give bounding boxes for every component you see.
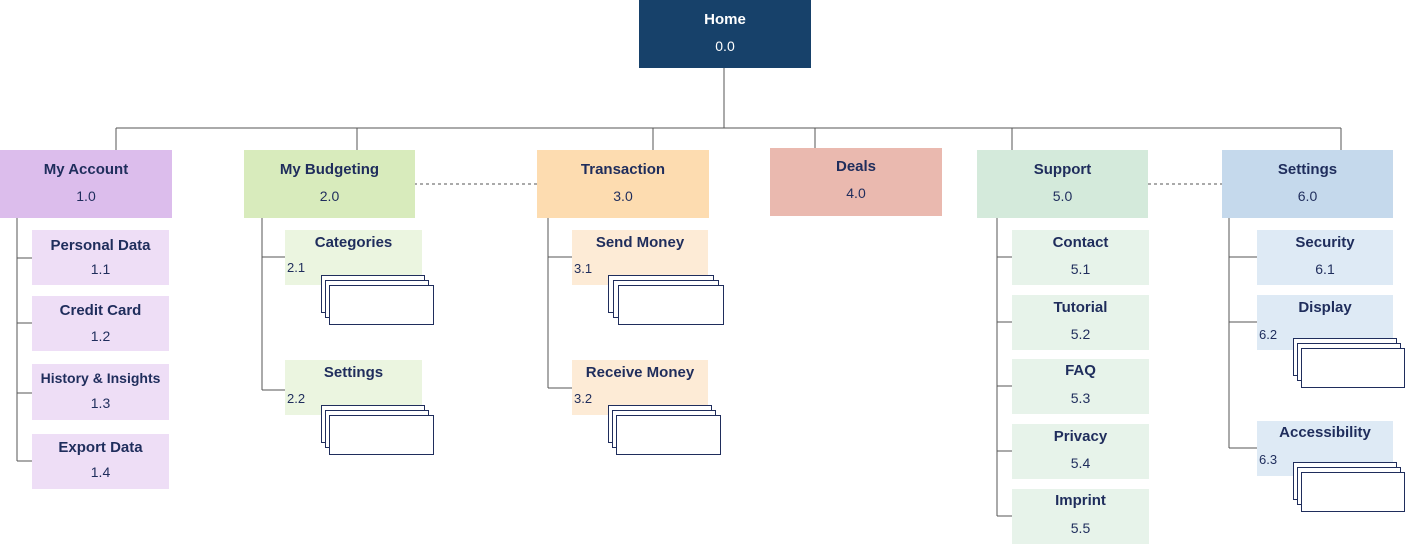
node-title: Support <box>1033 161 1092 178</box>
node-title: Categories <box>314 234 393 251</box>
node-number: 4.0 <box>846 185 866 201</box>
page-stack-icon <box>608 275 726 327</box>
deals-node: Deals 4.0 <box>770 148 942 216</box>
node-number: 1.2 <box>90 328 111 344</box>
node-title: Send Money <box>595 234 685 251</box>
node-title: Deals <box>835 158 877 175</box>
node-title: My Budgeting <box>279 161 380 178</box>
node-title: Transaction <box>580 161 666 178</box>
node-title: Imprint <box>1055 492 1106 509</box>
node-number: 5.1 <box>1070 261 1091 277</box>
node-title: FAQ <box>1065 362 1096 379</box>
support-child-3: FAQ 5.3 <box>1012 359 1149 414</box>
node-title: Receive Money <box>585 364 695 381</box>
home-node: Home 0.0 <box>639 0 811 68</box>
node-number: 3.1 <box>574 261 593 276</box>
account-child-1: Personal Data 1.1 <box>32 230 169 285</box>
node-number: 2.2 <box>287 391 306 406</box>
account-child-3: History & Insights 1.3 <box>32 364 169 420</box>
page-stack-icon <box>321 405 436 457</box>
support-node: Support 5.0 <box>977 150 1148 218</box>
node-number: 6.0 <box>1297 188 1318 204</box>
node-number: 5.5 <box>1070 520 1091 536</box>
node-number: 2.1 <box>287 260 306 275</box>
account-node: My Account 1.0 <box>0 150 172 218</box>
node-number: 5.2 <box>1070 326 1091 342</box>
account-child-2: Credit Card 1.2 <box>32 296 169 351</box>
node-title: Settings <box>323 364 384 381</box>
node-number: 5.0 <box>1052 188 1073 204</box>
page-stack-icon <box>1293 338 1405 390</box>
account-child-4: Export Data 1.4 <box>32 434 169 489</box>
node-number: 1.0 <box>76 188 96 204</box>
node-number: 6.3 <box>1259 452 1278 467</box>
page-stack-icon <box>321 275 436 327</box>
support-child-4: Privacy 5.4 <box>1012 424 1149 479</box>
node-number: 1.4 <box>90 464 111 480</box>
node-title: Security <box>1295 234 1355 251</box>
node-title: Export Data <box>58 439 143 456</box>
node-number: 3.2 <box>574 391 593 406</box>
node-title: Display <box>1298 299 1352 316</box>
node-number: 1.3 <box>90 395 111 411</box>
node-title: Home <box>704 11 746 28</box>
settings-node: Settings 6.0 <box>1222 150 1393 218</box>
page-stack-icon <box>608 405 723 457</box>
node-number: 6.1 <box>1315 261 1335 277</box>
budgeting-node: My Budgeting 2.0 <box>244 150 415 218</box>
support-child-1: Contact 5.1 <box>1012 230 1149 285</box>
node-title: History & Insights <box>40 370 161 386</box>
node-number: 0.0 <box>715 38 735 54</box>
settings-child-1: Security 6.1 <box>1257 230 1393 285</box>
page-stack-icon <box>1293 462 1405 514</box>
node-title: Credit Card <box>59 302 142 319</box>
node-number: 2.0 <box>319 188 340 204</box>
node-title: Settings <box>1277 161 1338 178</box>
node-number: 3.0 <box>613 188 633 204</box>
node-title: Privacy <box>1053 428 1108 445</box>
node-title: Contact <box>1052 234 1109 251</box>
support-child-5: Imprint 5.5 <box>1012 489 1149 544</box>
node-title: Accessibility <box>1279 424 1371 441</box>
node-title: Personal Data <box>50 237 151 254</box>
node-title: My Account <box>43 161 129 178</box>
transaction-node: Transaction 3.0 <box>537 150 709 218</box>
node-number: 5.4 <box>1070 455 1091 471</box>
support-child-2: Tutorial 5.2 <box>1012 295 1149 350</box>
node-number: 5.3 <box>1070 390 1091 406</box>
node-title: Tutorial <box>1053 299 1108 316</box>
node-number: 1.1 <box>90 261 111 277</box>
node-number: 6.2 <box>1259 327 1278 342</box>
